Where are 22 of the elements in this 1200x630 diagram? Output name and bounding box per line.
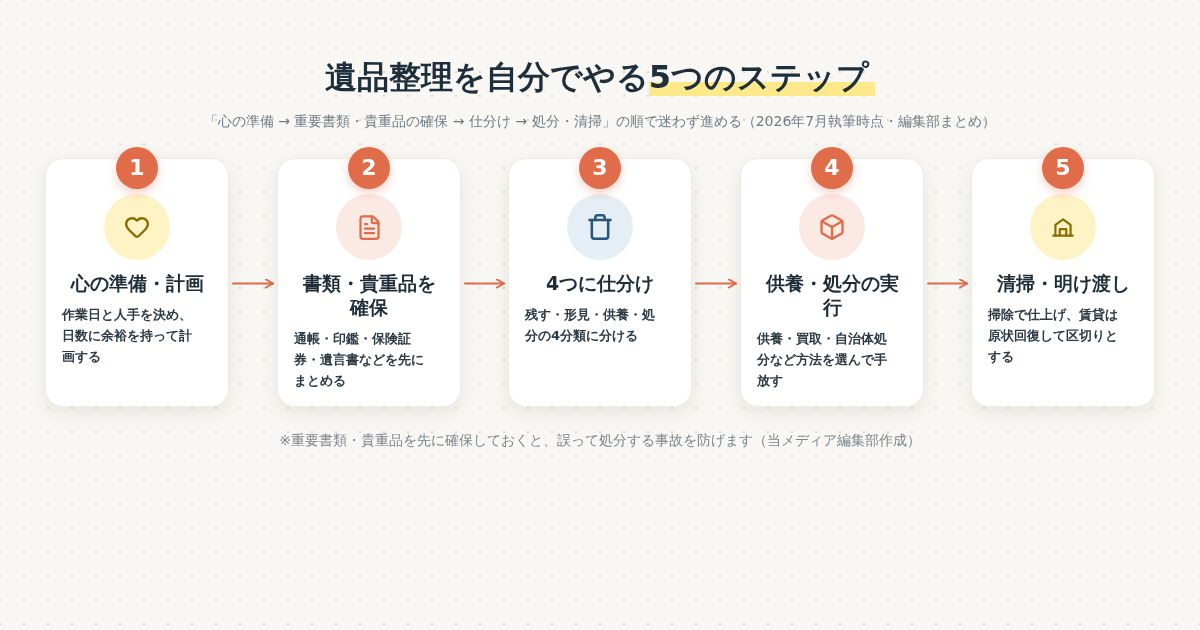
step-description: 通帳・印鑑・保険証券・遺言書などを先にまとめる: [294, 330, 425, 390]
title: 遺品整理を自分でやる5つのステップ: [324, 55, 876, 99]
step-title: 4つに仕分け: [545, 271, 655, 295]
step-title: 清掃・明け渡し: [996, 271, 1130, 295]
step-description: 供養・買取・自治体処分など方法を選んで手放す: [757, 330, 888, 390]
arrow: [232, 278, 274, 289]
step-number-badge: 5: [1042, 147, 1084, 189]
step-number-badge: 4: [811, 147, 853, 189]
step-description: 掃除で仕上げ、賃貸は原状回復して区切りとする: [988, 306, 1119, 366]
footnote: ※重要書類・貴重品を先に確保しておくと、誤って処分する事故を防げます（当メディア編集部作成）: [279, 431, 921, 450]
step-title: 書類・貴重品を確保: [301, 271, 437, 319]
step-description: 残す・形見・供養・処分の4分類に分ける: [525, 306, 656, 345]
step-number-badge: 2: [348, 147, 390, 189]
step-number-badge: 3: [579, 147, 621, 189]
step-title: 心の準備・計画: [70, 271, 204, 295]
arrow: [464, 278, 505, 289]
step-title: 供養・処分の実行: [764, 271, 900, 319]
arrow: [927, 278, 968, 289]
arrow: [695, 278, 737, 289]
step-description: 作業日と人手を決め、日数に余裕を持って計画する: [62, 306, 193, 366]
subtitle: 「心の準備 → 重要書類・貴重品の確保 → 仕分け → 処分・清掃」の順で迷わず進める（2026年7月執筆時点・編集部まとめ）: [203, 112, 997, 131]
step-number-badge: 1: [116, 147, 158, 189]
